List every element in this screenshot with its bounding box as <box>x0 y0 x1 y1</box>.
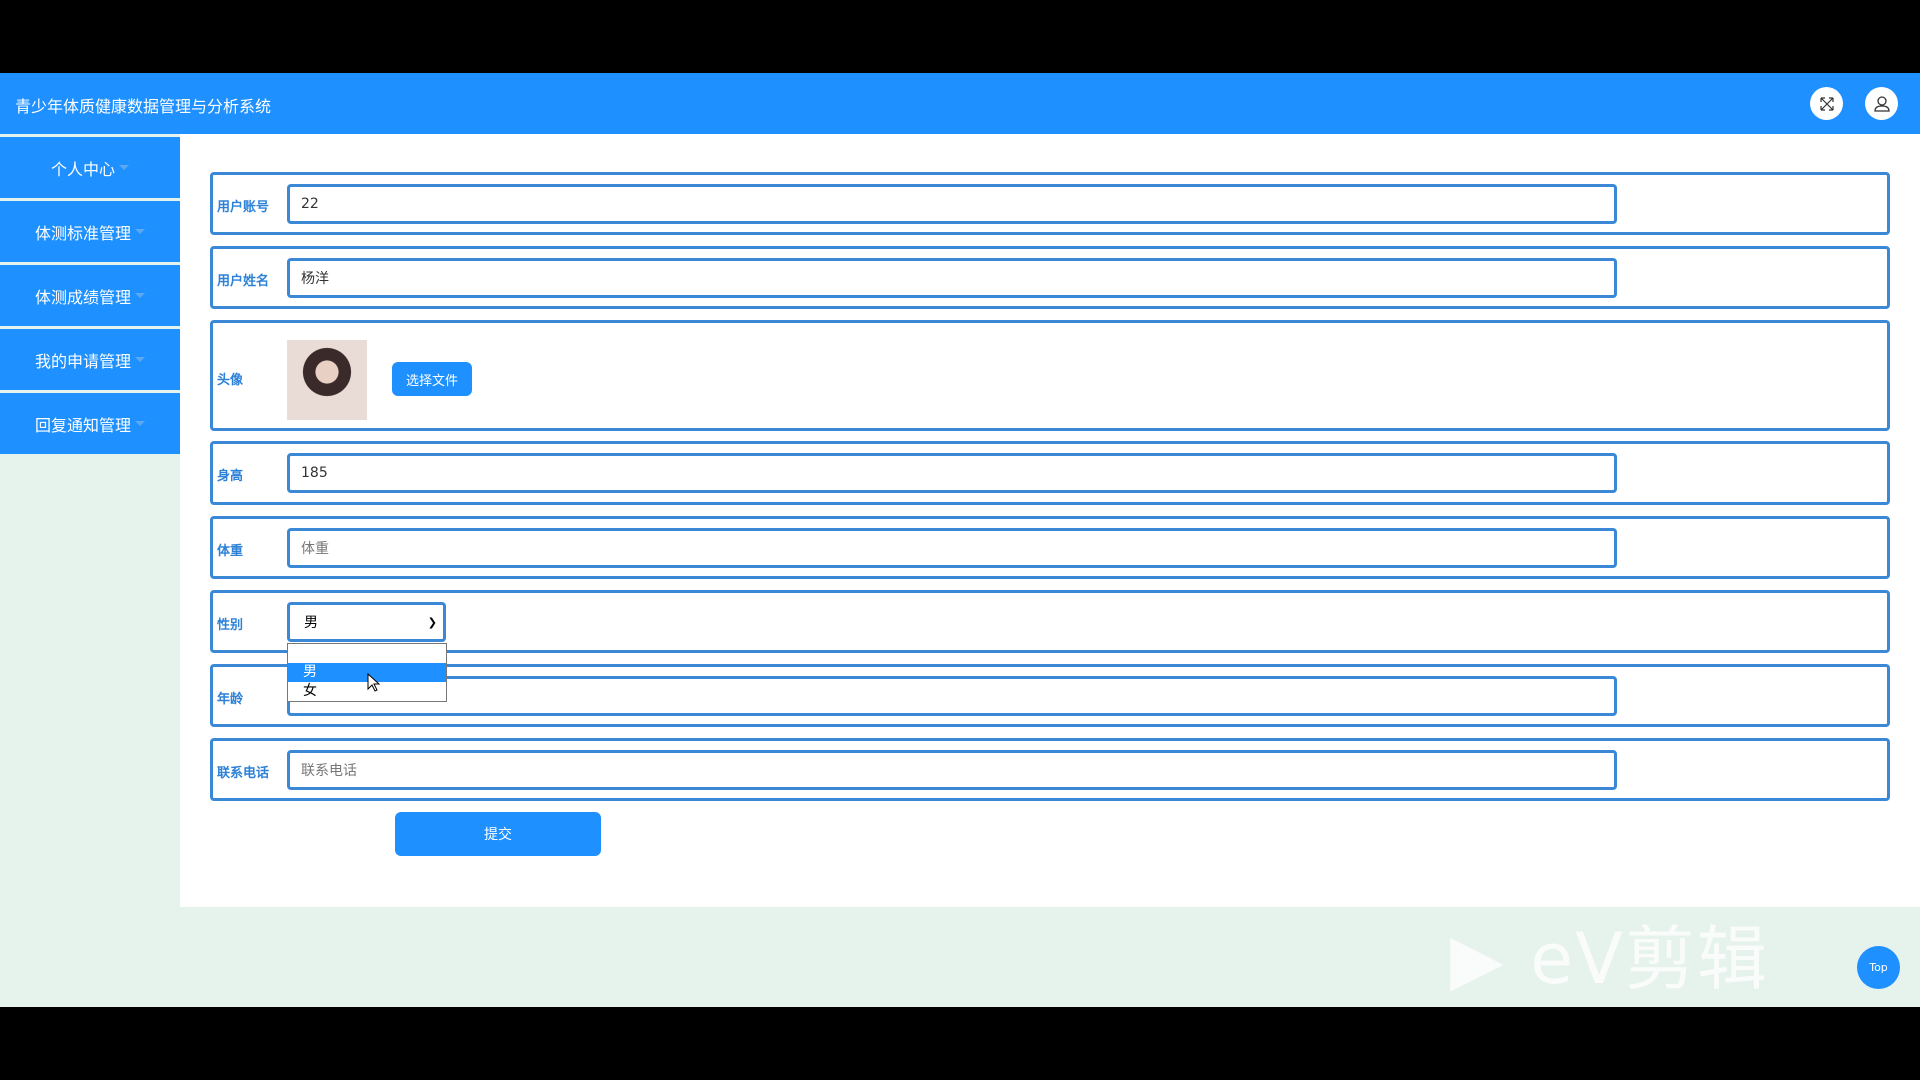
phone-input[interactable]: 联系电话 <box>287 750 1617 790</box>
sidebar-item-notices[interactable]: 回复通知管理 <box>0 393 180 454</box>
row-weight: 体重 体重 <box>210 516 1890 579</box>
fullscreen-icon <box>1819 96 1834 111</box>
weight-input[interactable]: 体重 <box>287 528 1617 568</box>
sidebar-item-applications[interactable]: 我的申请管理 <box>0 329 180 390</box>
row-avatar: 头像 选择文件 <box>210 320 1890 431</box>
mouse-cursor-icon <box>367 673 381 692</box>
sidebar-item-label: 我的申请管理 <box>34 351 131 371</box>
sidebar-item-scores[interactable]: 体测成绩管理 <box>0 265 180 326</box>
submit-button[interactable]: 提交 <box>395 812 601 856</box>
row-age: 年龄 <box>210 664 1890 727</box>
row-gender: 性别 男❯ <box>210 590 1890 653</box>
fullscreen-button[interactable] <box>1810 87 1843 120</box>
sidebar-item-label: 回复通知管理 <box>34 415 131 435</box>
weight-label: 体重 <box>217 544 244 559</box>
chevron-down-icon: ❯ <box>427 615 437 629</box>
height-input[interactable]: 185 <box>287 453 1617 493</box>
user-button[interactable] <box>1865 87 1898 120</box>
sidebar: 个人中心 体测标准管理 体测成绩管理 我的申请管理 回复通知管理 <box>0 137 180 457</box>
watermark: ▶ eV剪辑 <box>1450 918 1770 1000</box>
profile-form: 用户账号 22 用户姓名 杨洋 头像 选择文件 身高 185 体重 体重 性别 … <box>180 134 1920 907</box>
gender-option-empty[interactable] <box>288 644 446 663</box>
back-to-top-button[interactable]: Top <box>1857 946 1900 989</box>
app: 青少年体质健康数据管理与分析系统 个人中心 体测标准管理 体测成绩管理 我的申请… <box>0 73 1920 1007</box>
name-input[interactable]: 杨洋 <box>287 258 1617 298</box>
app-title: 青少年体质健康数据管理与分析系统 <box>15 97 272 116</box>
sidebar-item-label: 体测标准管理 <box>34 223 131 243</box>
avatar-label: 头像 <box>217 373 244 388</box>
name-label: 用户姓名 <box>217 274 270 289</box>
age-label: 年龄 <box>217 692 244 707</box>
age-input[interactable] <box>287 676 1617 716</box>
height-label: 身高 <box>217 469 244 484</box>
caret-down-icon <box>135 293 145 298</box>
gender-dropdown: 男 女 <box>287 643 447 702</box>
gender-select[interactable]: 男❯ <box>287 602 446 642</box>
sidebar-item-label: 个人中心 <box>50 159 115 179</box>
row-phone: 联系电话 联系电话 <box>210 738 1890 801</box>
account-label: 用户账号 <box>217 200 270 215</box>
caret-down-icon <box>135 421 145 426</box>
choose-file-button[interactable]: 选择文件 <box>392 362 472 396</box>
phone-label: 联系电话 <box>217 766 270 781</box>
account-input[interactable]: 22 <box>287 184 1617 224</box>
gender-selected: 男 <box>304 615 318 631</box>
sidebar-item-standard[interactable]: 体测标准管理 <box>0 201 180 262</box>
gender-option-female[interactable]: 女 <box>303 683 317 699</box>
avatar-image <box>287 340 367 420</box>
gender-label: 性别 <box>217 618 244 633</box>
header: 青少年体质健康数据管理与分析系统 <box>0 73 1920 134</box>
caret-down-icon <box>135 357 145 362</box>
gender-option-male[interactable]: 男 <box>288 663 446 682</box>
row-height: 身高 185 <box>210 441 1890 505</box>
sidebar-item-label: 体测成绩管理 <box>34 287 131 307</box>
caret-down-icon <box>135 229 145 234</box>
caret-down-icon <box>119 165 129 170</box>
row-name: 用户姓名 杨洋 <box>210 246 1890 309</box>
row-account: 用户账号 22 <box>210 172 1890 235</box>
user-icon <box>1873 95 1890 112</box>
sidebar-item-personal-center[interactable]: 个人中心 <box>0 137 180 198</box>
